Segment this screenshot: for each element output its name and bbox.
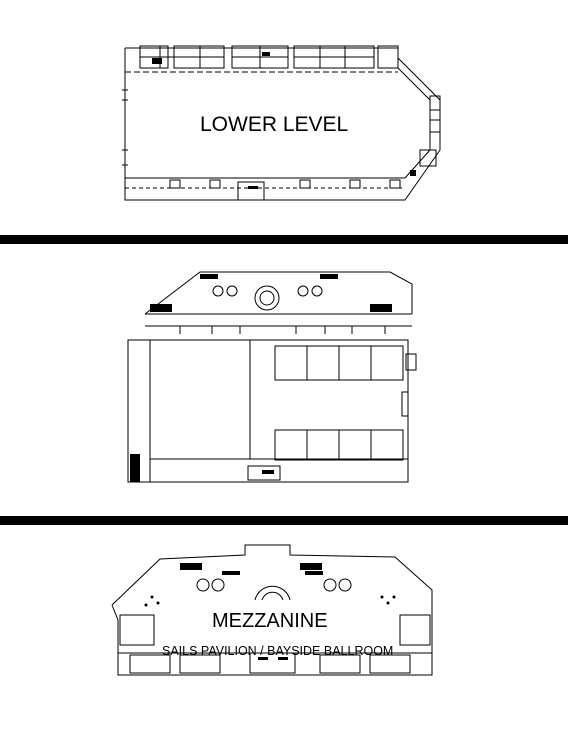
mezzanine-drawing (111, 544, 433, 676)
sails-pavilion-drawing (127, 271, 417, 483)
mezzanine-label: MEZZANINE (212, 610, 328, 632)
lower-level-drawing (122, 45, 441, 201)
sails-pavilion-floorplan: SAILS PAVILION / BAYSIDE BALLROOM (0, 244, 568, 658)
lower-level-label: LOWER LEVEL (200, 113, 349, 136)
lower-level-floorplan: LOWER LEVEL (0, 0, 568, 235)
mezzanine-floorplan: MEZZANINE (0, 525, 568, 735)
divider-bottom (0, 516, 568, 525)
divider-top (0, 235, 568, 244)
